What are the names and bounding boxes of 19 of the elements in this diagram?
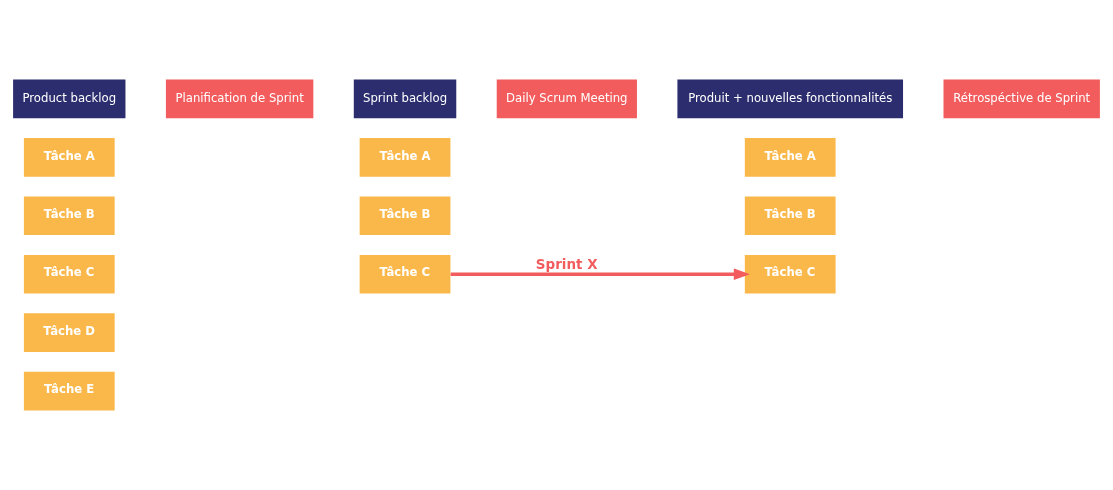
- node-box: Planification de Sprint: [165, 79, 314, 119]
- node-box: Sprint backlog: [353, 79, 457, 119]
- node-box: Tâche C: [744, 254, 836, 294]
- node-box: Tâche B: [23, 196, 115, 236]
- node-box: Tâche B: [744, 196, 836, 236]
- node-box: Tâche C: [359, 254, 451, 294]
- node-box: Tâche B: [359, 196, 451, 236]
- node-box: Rétrospéctive de Sprint: [943, 79, 1100, 119]
- node-box: Tâche A: [359, 138, 451, 177]
- node-box: Tâche C: [23, 254, 115, 294]
- node-box: Tâche D: [23, 313, 115, 352]
- node-box: Tâche A: [744, 138, 836, 177]
- edge-label: Sprint X: [535, 255, 598, 272]
- arrow: [450, 268, 751, 280]
- node-box: Daily Scrum Meeting: [496, 79, 637, 119]
- node-box: Tâche E: [23, 371, 115, 411]
- node-box: Product backlog: [13, 79, 126, 119]
- node-box: Tâche A: [23, 138, 115, 177]
- node-box: Produit + nouvelles fonctionnalités: [677, 79, 904, 119]
